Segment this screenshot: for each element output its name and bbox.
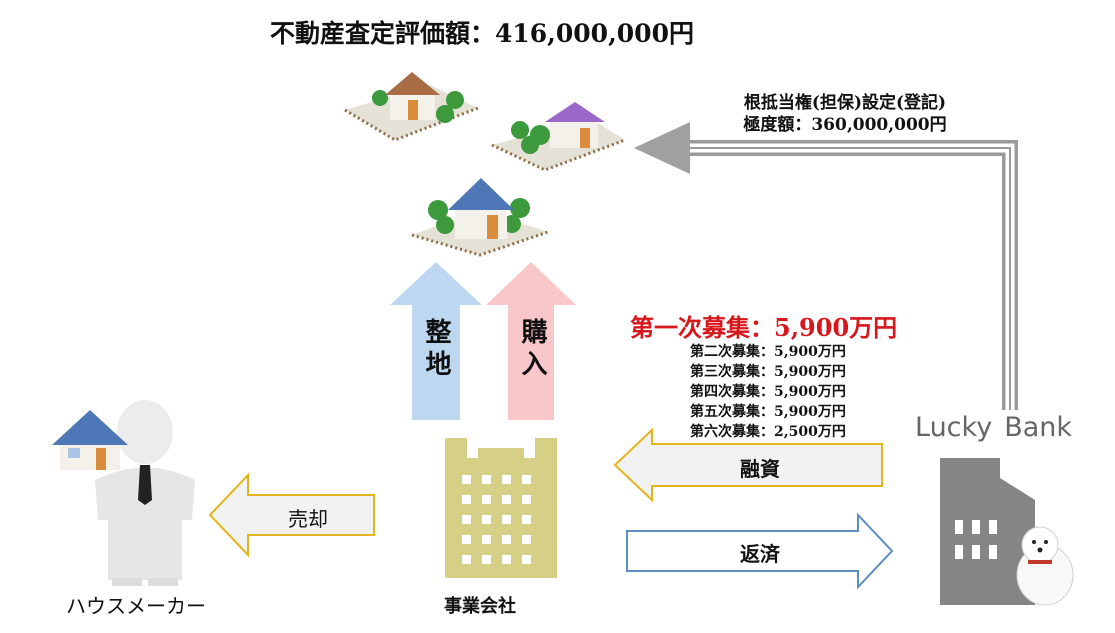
house-blue-icon	[411, 178, 549, 257]
lien-arrow	[634, 122, 1018, 410]
lien-label: 根抵当権(担保)設定(登記) 極度額：360,000,000円	[680, 92, 1010, 136]
leveling-arrow	[390, 262, 482, 420]
first-recruitment: 第一次募集：5,900万円	[630, 313, 898, 342]
house-maker-caption: ハウスメーカー	[66, 594, 206, 618]
financing-label: 融資	[740, 457, 780, 481]
recruitment-item: 第六次募集：2,500万円	[690, 424, 846, 440]
recruitment-item: 第二次募集：5,900万円	[690, 344, 846, 360]
bank-building-icon	[940, 458, 1035, 605]
leveling-label: 整地	[421, 318, 451, 382]
sale-label: 売却	[288, 507, 328, 531]
bank-logo: Lucky Bank	[915, 412, 1072, 443]
company-building-icon	[445, 438, 557, 578]
repayment-label: 返済	[740, 542, 780, 566]
recruitment-list: 第二次募集：5,900万円 第三次募集：5,900万円 第四次募集：5,900万…	[690, 342, 846, 442]
recruitment-item: 第四次募集：5,900万円	[690, 384, 846, 400]
purchase-label: 購入	[517, 318, 547, 382]
house-maker-figure-icon	[52, 400, 195, 586]
company-caption: 事業会社	[444, 596, 516, 617]
lien-line-1: 根抵当権(担保)設定(登記)	[743, 93, 947, 113]
house-brown-icon	[344, 72, 479, 142]
recruitment-item: 第五次募集：5,900万円	[690, 404, 846, 420]
bank-logo-part1: Lucky	[915, 412, 993, 443]
dog-mascot-icon	[1016, 526, 1074, 606]
bank-logo-part2: Bank	[1004, 412, 1073, 443]
sale-arrow	[208, 472, 375, 558]
lien-line-2: 極度額：360,000,000円	[743, 115, 947, 135]
repayment-arrow	[626, 512, 894, 590]
purchase-arrow	[486, 262, 576, 420]
financing-arrow	[613, 427, 883, 503]
appraisal-title: 不動産査定評価額：416,000,000円	[270, 19, 694, 48]
house-purple-icon	[491, 102, 626, 172]
recruitment-item: 第三次募集：5,900万円	[690, 364, 846, 380]
